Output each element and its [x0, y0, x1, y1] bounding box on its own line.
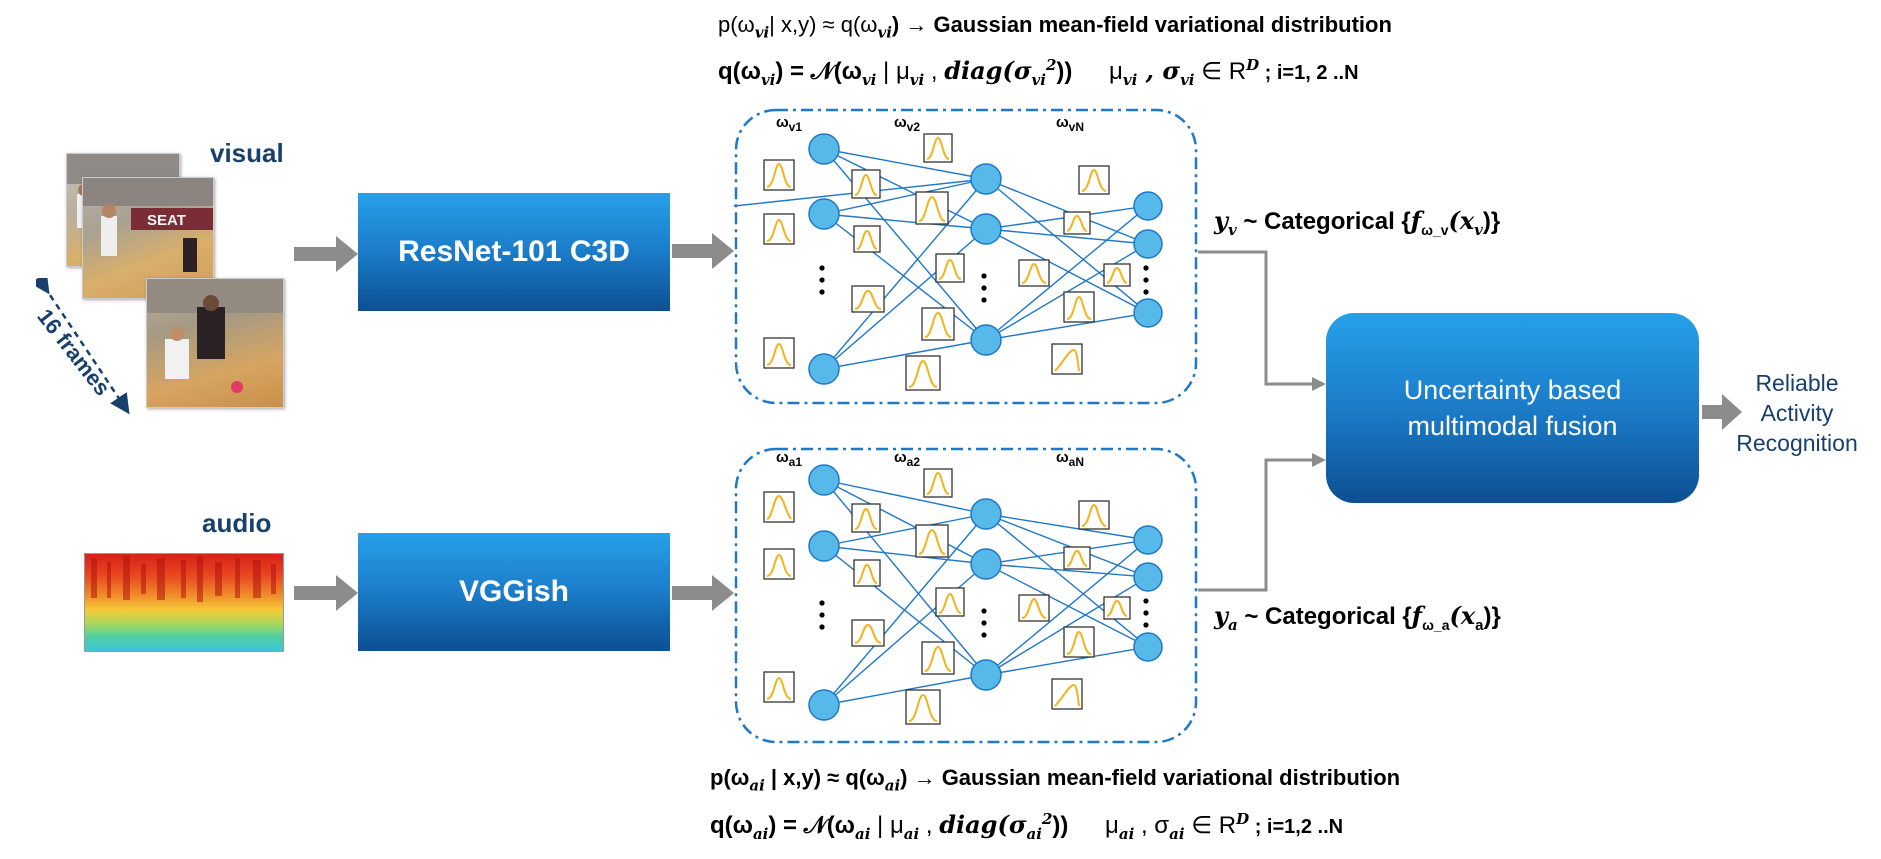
visual-network-graphic	[733, 108, 1198, 405]
arrow-fusion-output	[1702, 394, 1742, 430]
uncertainty-fusion-block: Uncertainty based multimodal fusion	[1326, 313, 1699, 503]
weight-label-vN: ωvN	[1056, 114, 1085, 134]
arrow-audio-extractor	[672, 575, 734, 611]
weight-label-a2: ωa2	[894, 449, 921, 469]
visual-network-border	[734, 108, 1198, 405]
connector-audio-to-fusion	[1198, 458, 1312, 592]
arrow-audio-input	[294, 575, 358, 611]
audio-modality-label: audio	[202, 508, 272, 538]
frames-span-arrow	[36, 278, 130, 415]
arrow-visual-extractor	[672, 233, 734, 269]
audio-variational-equation: q(ωai) = 𝒩(ωai | μai , diag(σai2)) μai ,…	[710, 810, 1344, 843]
connector-visual-to-fusion	[1198, 250, 1312, 386]
visual-modality-label: visual	[210, 138, 284, 168]
audio-output-distribution: ya ~ Categorical {fω_a(xa)}	[1214, 601, 1501, 634]
audio-feature-extractor: VGGish	[358, 533, 670, 651]
weight-label-a1: ωa1	[776, 449, 803, 469]
weight-label-v2: ωv2	[894, 114, 921, 134]
visual-feature-extractor: ResNet-101 C3D	[358, 193, 670, 311]
frame-2-scene: SEAT	[83, 178, 213, 272]
audio-network-graphic	[734, 447, 1198, 744]
weight-label-v1: ωv1	[776, 114, 803, 134]
visual-output-distribution: yv ~ Categorical {fω_v(xv)}	[1214, 206, 1501, 239]
audio-network-border	[734, 447, 1198, 744]
audio-spectrogram	[84, 553, 284, 652]
audio-bayesian-network: ωa1 ωa2 ωaN	[734, 447, 1198, 744]
arrow-visual-input	[294, 236, 358, 272]
frame-3-scene	[147, 279, 283, 393]
arrowhead-audio-fusion	[1312, 453, 1326, 467]
visual-variational-equation: q(ωvi) = 𝒩(ωvi | μvi , diag(σvi2)) μvi ,…	[718, 56, 1359, 89]
activity-recognition-result: Reliable Activity Recognition	[1736, 370, 1858, 456]
audio-posterior-equation: p(ωai | x,y) ≈ q(ωai) → Gaussian mean-fi…	[710, 765, 1401, 795]
arrowhead-visual-fusion	[1312, 377, 1326, 391]
visual-bayesian-network: ωv1 ωv2 ωvN	[733, 108, 1198, 405]
weight-label-aN: ωaN	[1056, 449, 1085, 469]
spectrogram-texture	[91, 556, 276, 602]
video-frame-3	[146, 278, 284, 408]
visual-posterior-equation: p(ωvi| x,y) ≈ q(ωvi) → Gaussian mean-fie…	[718, 12, 1392, 42]
svg-text:SEAT: SEAT	[147, 212, 186, 229]
